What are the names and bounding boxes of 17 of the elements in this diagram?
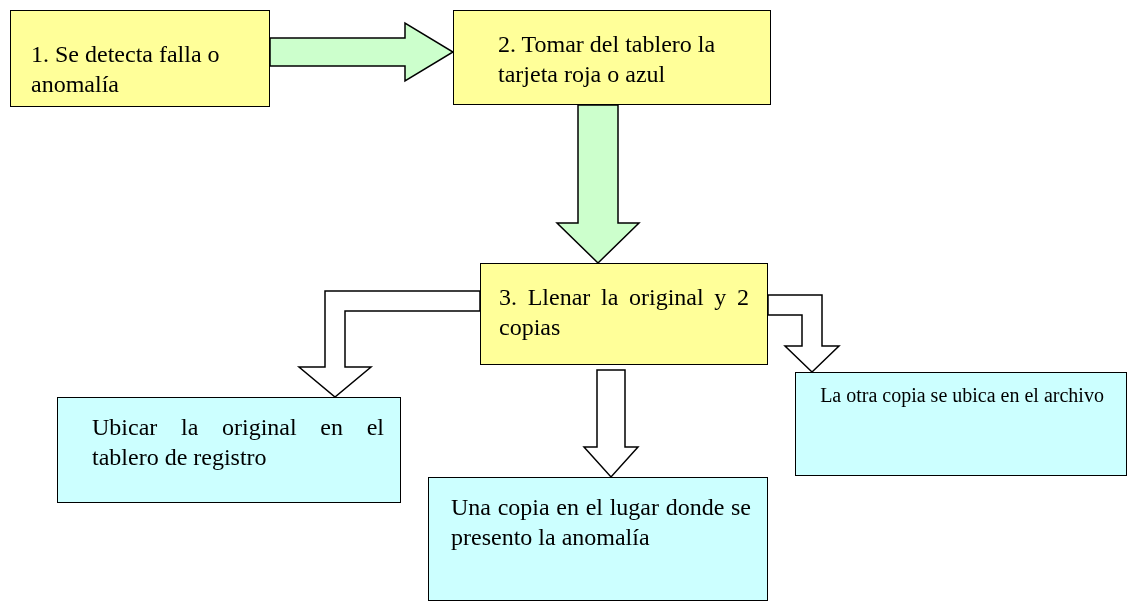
- block-arrow: [296, 290, 481, 398]
- box-text: Ubicar la original en el tablero de registro: [92, 413, 384, 472]
- box-text: La otra copia se ubica en el archivo: [819, 383, 1105, 408]
- box-text: 2. Tomar del tablero la tarjeta roja o azul: [498, 30, 717, 89]
- block-arrow: [555, 104, 641, 265]
- block-arrow: [269, 21, 455, 83]
- block-arrow: [582, 369, 640, 479]
- box-text: 1. Se detecta falla o anomalía: [31, 40, 221, 99]
- process-box: [10, 10, 270, 107]
- process-box: [57, 397, 401, 503]
- box-text: 3. Llenar la original y 2 copias: [499, 283, 749, 342]
- block-arrow: [767, 294, 841, 374]
- process-box: [428, 477, 768, 601]
- process-box: [480, 263, 768, 365]
- process-box: [795, 372, 1127, 476]
- box-text: Una copia en el lugar donde se presento la anomalía: [451, 493, 751, 552]
- process-box: [453, 10, 771, 105]
